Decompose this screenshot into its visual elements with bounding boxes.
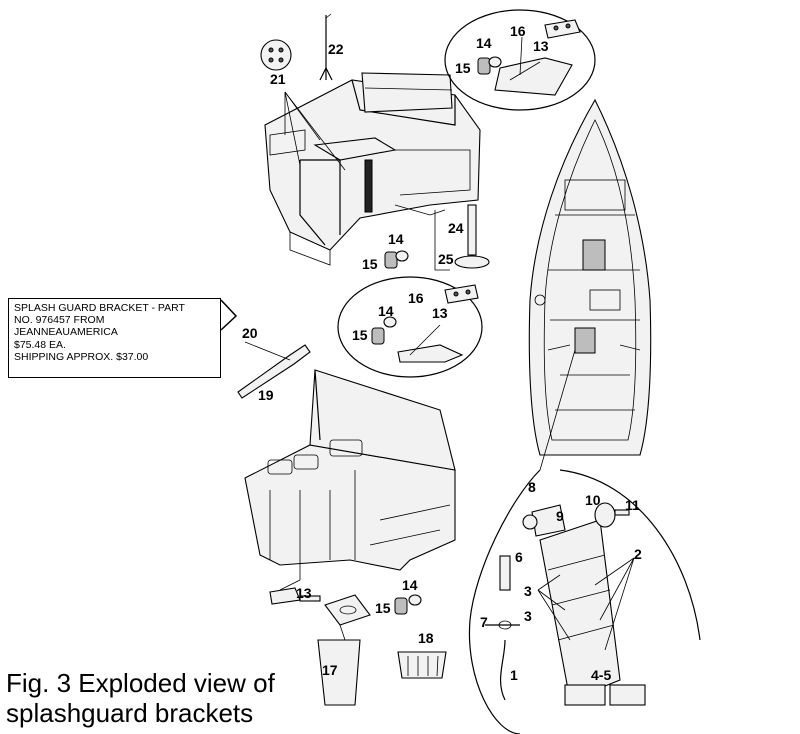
label-part-19: 19 xyxy=(258,387,274,403)
label-part-9: 9 xyxy=(556,508,564,524)
part-17-bin xyxy=(317,594,371,706)
label-part-15: 15 xyxy=(455,60,471,76)
label-part-22: 22 xyxy=(328,41,344,57)
label-part-21: 21 xyxy=(270,71,286,87)
part-13-bracket-lower xyxy=(269,587,321,605)
parts-14-15-lower xyxy=(394,594,422,615)
label-part-15: 15 xyxy=(375,600,391,616)
hull-plan xyxy=(528,98,652,456)
label-part-7: 7 xyxy=(480,614,488,630)
label-part-1: 1 xyxy=(510,667,518,683)
callout-line: $75.48 EA. xyxy=(14,338,66,351)
label-part-18: 18 xyxy=(418,630,434,646)
leader-lines-2-3 xyxy=(537,557,635,651)
detail-bubble-companionway xyxy=(468,469,701,734)
label-part-20: 20 xyxy=(242,325,258,341)
label-part-17: 17 xyxy=(322,662,338,678)
label-part-25: 25 xyxy=(438,251,454,267)
label-part-8: 8 xyxy=(528,479,536,495)
label-part-16: 16 xyxy=(408,290,424,306)
label-part-15: 15 xyxy=(362,256,378,272)
label-part-13: 13 xyxy=(432,305,448,321)
label-part-4-5: 4-5 xyxy=(591,667,611,683)
label-part-3: 3 xyxy=(524,583,532,599)
callout-line: SPLASH GUARD BRACKET - PART xyxy=(14,302,185,314)
caption-line-2: splashguard brackets xyxy=(6,698,254,728)
callout-line: JEANNEAUAMERICA xyxy=(14,326,118,339)
part-20-bracket xyxy=(237,341,311,399)
callout-line: NO. 976457 FROM xyxy=(14,314,105,327)
label-part-6: 6 xyxy=(515,549,523,565)
label-part-13: 13 xyxy=(296,585,312,601)
part-18-basket xyxy=(397,651,447,679)
label-part-24: 24 xyxy=(448,220,464,236)
caption-line-1: Fig. 3 Exploded view of xyxy=(6,668,275,698)
detail-bubble-middle xyxy=(337,276,483,378)
label-part-14: 14 xyxy=(378,303,394,319)
splash-guard-callout: SPLASH GUARD BRACKET - PART NO. 976457 F… xyxy=(8,298,221,378)
callout-line: SHIPPING APPROX. $37.00 xyxy=(14,350,149,363)
label-part-15: 15 xyxy=(352,327,368,343)
label-part-14: 14 xyxy=(402,577,418,593)
lower-galley-unit xyxy=(244,369,456,591)
label-part-3: 3 xyxy=(524,608,532,624)
detail-bubble-top xyxy=(444,9,596,111)
part-24-25-pedestal xyxy=(434,204,490,271)
label-part-11: 11 xyxy=(625,497,640,513)
parts-14-15-lower-upper xyxy=(384,250,409,269)
label-part-14: 14 xyxy=(388,231,404,247)
upper-galley-unit xyxy=(264,72,481,266)
label-part-14: 14 xyxy=(476,35,492,51)
label-part-10: 10 xyxy=(585,492,601,508)
part-22-rod xyxy=(319,13,333,81)
label-part-2: 2 xyxy=(634,546,642,562)
part-21-plate xyxy=(260,39,346,171)
label-part-13: 13 xyxy=(533,38,549,54)
figure-caption: Fig. 3 Exploded view of splashguard brac… xyxy=(6,668,275,728)
label-part-16: 16 xyxy=(510,23,526,39)
